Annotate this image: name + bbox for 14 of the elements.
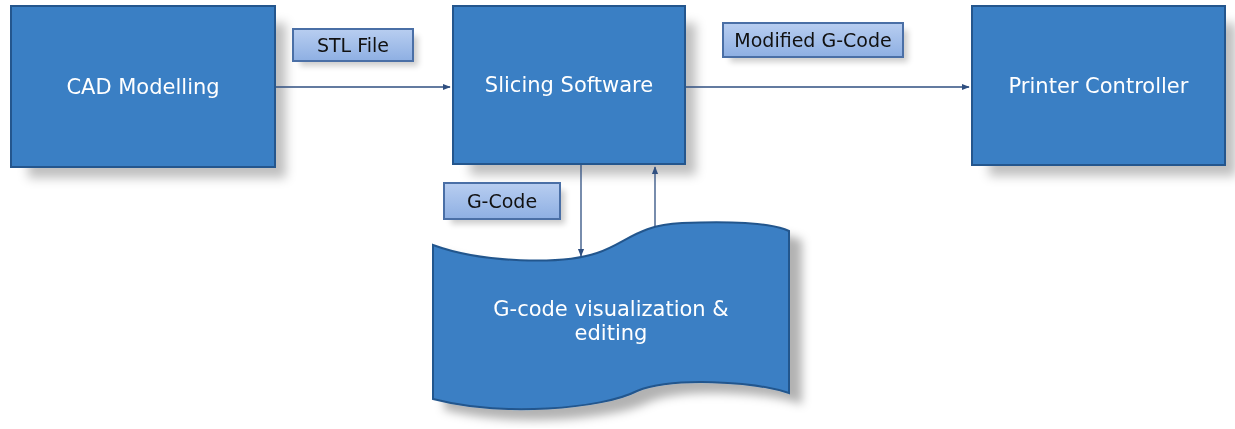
node-label: Slicing Software (484, 73, 654, 97)
process-box (10, 5, 276, 168)
arrow (275, 83, 451, 91)
process-box (452, 5, 686, 165)
edge-label: STL File (292, 28, 414, 62)
node-label: Printer Controller (1008, 73, 1189, 98)
arrow (685, 83, 970, 91)
edge-label: G-Code (443, 182, 561, 220)
arrow (577, 164, 585, 257)
edge-label: Modified G-Code (722, 22, 904, 58)
process-box (971, 5, 1226, 166)
node-label: CAD Modelling (66, 74, 220, 99)
arrow (651, 166, 659, 228)
node-label: G-code visualization & editing (492, 297, 730, 345)
